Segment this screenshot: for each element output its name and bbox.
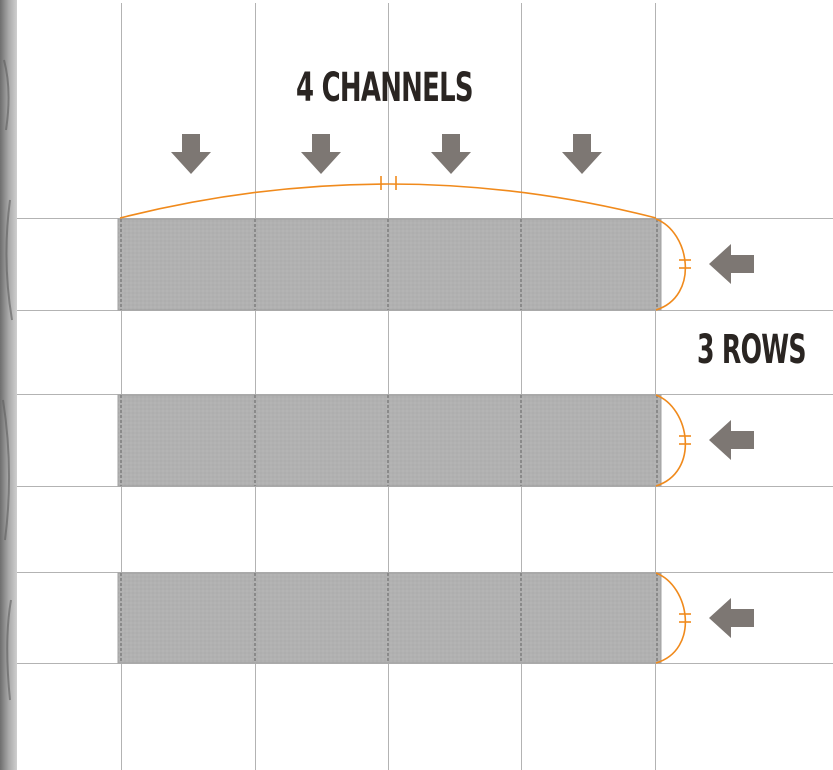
arrow-down-icon: [431, 134, 471, 174]
arrow-down-icon: [171, 134, 211, 174]
arrow-left-icon: [709, 244, 754, 284]
background-photo-strip: [0, 0, 17, 770]
arrow-down-icon: [562, 134, 602, 174]
row-height-arcs: [655, 218, 691, 664]
fabric-row-1: [117, 218, 662, 311]
rows-label: 3 ROWS: [697, 327, 807, 373]
fabric-row-2: [117, 394, 662, 487]
channels-label: 4 CHANNELS: [296, 65, 474, 111]
channel-arrows: [171, 134, 602, 174]
channel-seams: [120, 219, 658, 663]
fabric-row-3: [117, 572, 662, 664]
arrow-left-icon: [709, 420, 754, 460]
background-photo-texture: [2, 59, 13, 701]
row-arrows: [709, 244, 754, 638]
arrow-down-icon: [301, 134, 341, 174]
arrow-left-icon: [709, 598, 754, 638]
width-measure-arc: [119, 176, 657, 219]
